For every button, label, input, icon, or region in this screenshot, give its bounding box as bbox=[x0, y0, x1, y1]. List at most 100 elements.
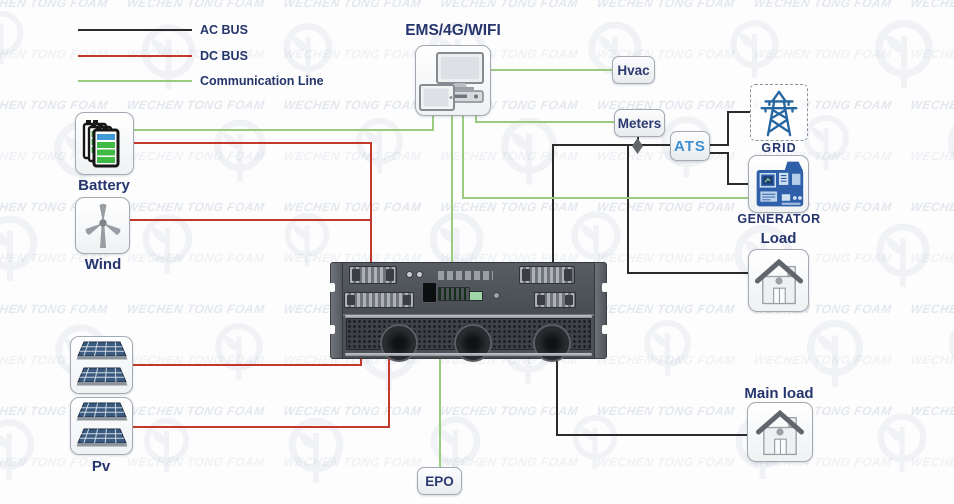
generator-icon bbox=[756, 161, 803, 207]
battery-label: Battery bbox=[78, 177, 130, 194]
line-comm-ems-meters-v bbox=[475, 113, 477, 123]
line-dc-pv2-v bbox=[388, 306, 390, 428]
ems-computer-icon bbox=[419, 51, 484, 111]
unit-lcd-display bbox=[438, 287, 470, 301]
watermark-logo-icon bbox=[721, 17, 788, 89]
watermark-logo-icon bbox=[939, 315, 954, 391]
pv-node-1 bbox=[70, 336, 133, 394]
watermark-logo-icon bbox=[131, 21, 206, 101]
legend-comm-label: Communication Line bbox=[200, 74, 324, 88]
watermark-logo-icon bbox=[564, 412, 626, 479]
line-ac-grid-v bbox=[727, 111, 729, 146]
pcs-inverter-unit bbox=[329, 262, 608, 362]
line-comm-epo-v bbox=[439, 358, 441, 468]
load-label: Load bbox=[760, 230, 797, 247]
grid-label: GRID bbox=[761, 141, 797, 155]
line-ac-ats-grid-h1 bbox=[708, 144, 729, 146]
watermark-logo-icon bbox=[490, 114, 568, 197]
battery-node bbox=[75, 112, 134, 175]
junction-diamond-icon bbox=[632, 138, 643, 154]
line-ac-load-v bbox=[627, 144, 629, 274]
generator-label: GENERATOR bbox=[737, 212, 821, 226]
line-ac-unit-top-v bbox=[552, 144, 554, 265]
line-dc-battery-wind-v bbox=[370, 142, 372, 266]
watermark-logo-icon bbox=[0, 416, 44, 491]
battery-icon bbox=[82, 119, 119, 167]
line-dc-pv2-h bbox=[133, 426, 390, 428]
meters-node: Meters bbox=[614, 109, 665, 137]
line-ac-load-h bbox=[627, 272, 748, 274]
fan-icon bbox=[533, 324, 571, 362]
house-icon bbox=[754, 258, 803, 304]
terminal-block-top-right bbox=[519, 266, 575, 284]
watermark-logo-icon bbox=[206, 320, 272, 391]
line-dc-wind-h bbox=[128, 219, 372, 221]
rack-ear-right bbox=[593, 262, 608, 359]
main-load-label: Main load bbox=[744, 385, 814, 402]
watermark-logo-icon bbox=[864, 16, 944, 101]
hvac-node: Hvac bbox=[612, 56, 655, 84]
line-ac-grid-h2 bbox=[727, 111, 750, 113]
ats-label: ATS bbox=[674, 137, 706, 155]
main-load-node bbox=[747, 402, 813, 462]
wind-node bbox=[75, 197, 130, 254]
grid-node bbox=[750, 84, 808, 141]
epo-node: EPO bbox=[417, 467, 462, 495]
epo-label: EPO bbox=[425, 473, 454, 489]
watermark-logo-icon bbox=[204, 116, 276, 193]
line-comm-gen-h bbox=[462, 197, 748, 199]
legend-dc-label: DC BUS bbox=[200, 49, 248, 63]
unit-power-socket bbox=[422, 282, 437, 303]
line-ac-mainload-h bbox=[556, 434, 747, 436]
line-dc-battery-h bbox=[133, 142, 372, 144]
watermark-logo-icon bbox=[937, 111, 954, 193]
unit-front-panel bbox=[342, 262, 595, 362]
terminal-block-mid-right bbox=[534, 292, 576, 308]
unit-vent-mesh bbox=[346, 318, 591, 362]
watermark-logo-icon bbox=[347, 115, 412, 185]
fan-icon bbox=[380, 324, 418, 362]
terminal-block-mid-left bbox=[344, 292, 414, 308]
legend-comm-line bbox=[78, 80, 192, 82]
hvac-label: Hvac bbox=[617, 62, 650, 78]
watermark-logo-icon bbox=[635, 317, 700, 387]
ems-label: EMS/4G/WIFI bbox=[405, 22, 501, 39]
watermark-logo-icon bbox=[0, 212, 48, 293]
line-comm-ems-hvac-h bbox=[490, 69, 612, 71]
generator-node bbox=[748, 155, 809, 213]
line-comm-ems-gen-v bbox=[462, 113, 464, 198]
house-icon bbox=[756, 409, 804, 456]
wind-label: Wind bbox=[84, 256, 122, 273]
line-ac-gen-h2 bbox=[727, 183, 748, 185]
watermark-logo-icon bbox=[0, 8, 32, 75]
line-ac-ats-gen-h1 bbox=[708, 152, 729, 154]
fan-icon bbox=[454, 324, 492, 362]
watermark-logo-icon bbox=[133, 211, 202, 285]
line-comm-ems-unit-v bbox=[451, 113, 453, 263]
legend-dc-line bbox=[78, 55, 192, 57]
unit-top-panel bbox=[343, 263, 594, 316]
terminal-block-top-left bbox=[349, 266, 397, 284]
line-ac-gen-v bbox=[727, 152, 729, 185]
line-ac-unit-ats-h bbox=[552, 144, 672, 146]
watermark-text-row: WECHEN TONG FOAM WECHEN TONG FOAM WECHEN… bbox=[0, 0, 954, 10]
unit-small-display bbox=[469, 291, 483, 301]
line-dc-pv1-h bbox=[133, 364, 362, 366]
meters-label: Meters bbox=[617, 115, 662, 131]
ats-node: ATS bbox=[670, 131, 710, 161]
wind-turbine-icon bbox=[85, 203, 120, 248]
load-node bbox=[748, 249, 809, 312]
line-ac-mainload-v bbox=[556, 306, 558, 436]
watermark-logo-icon bbox=[866, 220, 940, 299]
solar-panel-icon bbox=[76, 341, 127, 386]
watermark-logo-icon bbox=[868, 410, 936, 483]
line-comm-ems-battery-v bbox=[432, 113, 434, 131]
solar-panel-icon bbox=[76, 402, 127, 447]
pv-node-2 bbox=[70, 397, 133, 455]
unit-branding bbox=[438, 271, 493, 280]
ems-node bbox=[415, 45, 491, 116]
legend-ac-label: AC BUS bbox=[200, 23, 248, 37]
legend-ac-line bbox=[78, 29, 192, 31]
line-comm-battery-h bbox=[133, 129, 434, 131]
